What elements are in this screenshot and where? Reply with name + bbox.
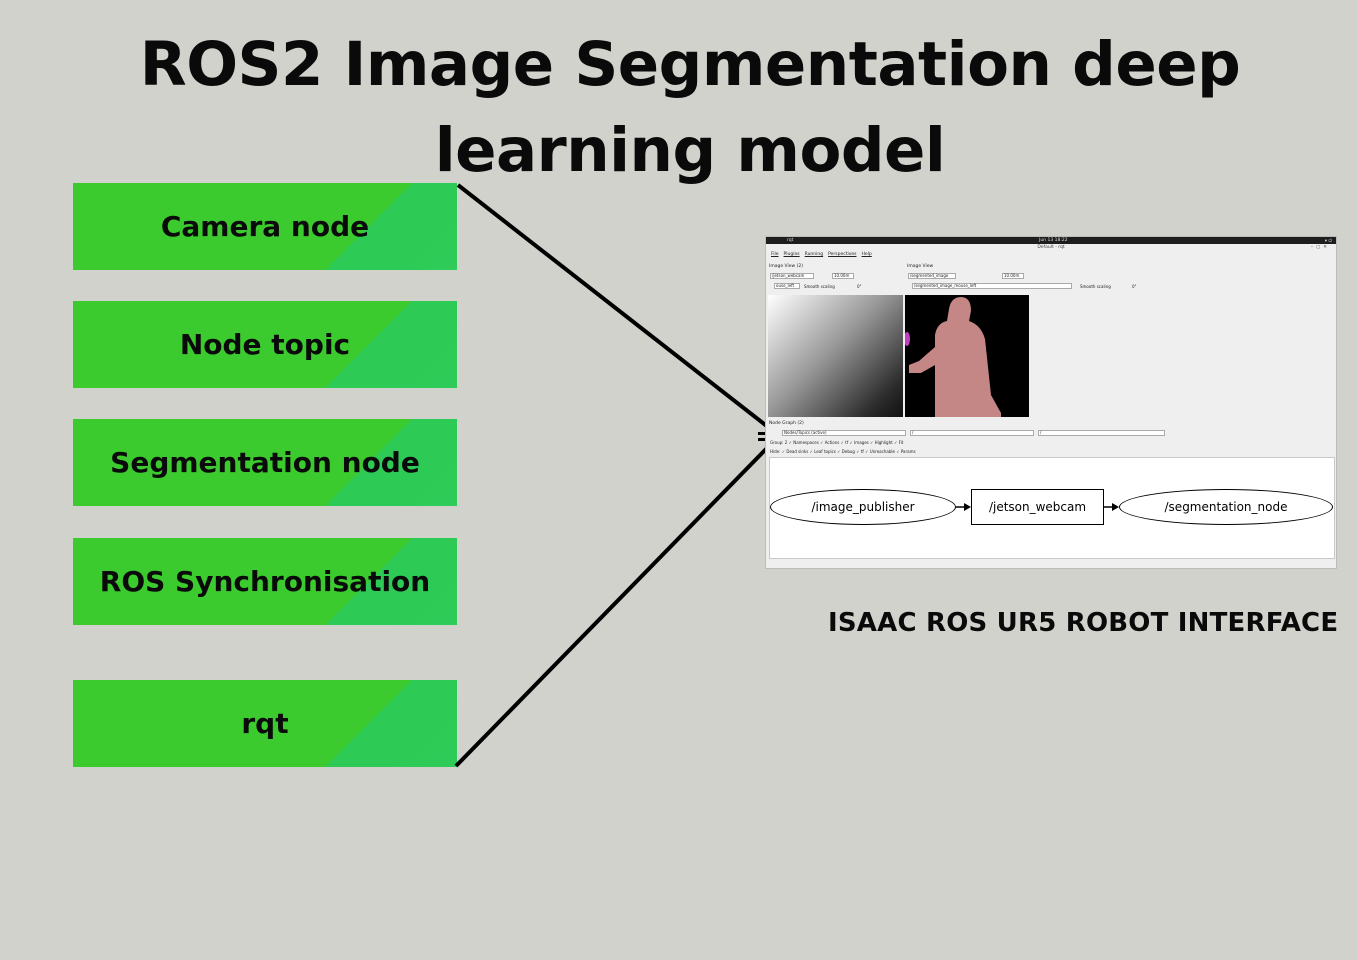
graph-filter-2[interactable]: / [1038, 430, 1165, 436]
interface-caption: ISAAC ROS UR5 ROBOT INTERFACE [828, 608, 1339, 638]
right-zoom-field[interactable]: 10.00m [1002, 273, 1024, 279]
right-rotation[interactable]: 0° [1132, 284, 1137, 289]
window-title-bar: Default - rqt –▢✕ [766, 244, 1336, 251]
right-smooth-scaling[interactable]: Smooth scaling [1080, 284, 1111, 289]
menu-running[interactable]: Running [804, 252, 824, 257]
left-mouse-topic-field[interactable]: ouse_left [774, 283, 800, 289]
connector-camera-line [456, 183, 770, 429]
tray-icons: ▾ ⏻ [1324, 238, 1332, 244]
menu-bar: File Plugins Running Perspectives Help [766, 251, 1336, 258]
box-label: Node topic [179, 328, 351, 361]
left-zoom-field[interactable]: 10.00m [832, 273, 854, 279]
graph-mode-select[interactable]: Nodes/Topics (active) [782, 430, 906, 436]
system-topbar: rqt Jun 13 18:22 ▾ ⏻ [766, 237, 1336, 244]
left-rotation[interactable]: 0° [857, 284, 862, 289]
segmented-image [905, 295, 1029, 417]
app-name: rqt [787, 238, 794, 243]
camera-node-box: Camera node [73, 183, 457, 270]
box-label: Segmentation node [110, 446, 420, 479]
graph-filter-1[interactable]: / [910, 430, 1034, 436]
right-pane-title: Image View [907, 264, 934, 269]
right-mouse-topic-field[interactable]: /segmented_image_mouse_left [912, 283, 1072, 289]
box-label: ROS Synchronisation [99, 565, 431, 598]
graph-node-jetson-webcam[interactable]: /jetson_webcam [971, 489, 1104, 525]
left-pane-title: Image View (2) [769, 264, 804, 269]
page-title: ROS2 Image Segmentation deep learning mo… [139, 29, 1241, 186]
menu-file[interactable]: File [771, 252, 779, 257]
connector-tick [758, 438, 766, 441]
rqt-box: rqt [73, 680, 457, 767]
graph-node-segmentation[interactable]: /segmentation_node [1119, 489, 1333, 525]
menu-perspectives[interactable]: Perspectives [828, 252, 857, 257]
raw-camera-image [768, 295, 903, 417]
group-options-row[interactable]: Group: 2 ✓ Namespaces ✓ Actions ✓ tf ✓ I… [770, 440, 904, 445]
segmented-person-mask [905, 297, 1001, 417]
connector-rqt-line [454, 445, 770, 768]
window-buttons[interactable]: –▢✕ [1310, 245, 1330, 250]
left-topic-select[interactable]: /jetson_webcam [770, 273, 814, 279]
clock: Jun 13 18:22 [1039, 238, 1068, 243]
node-topic-box: Node topic [73, 301, 457, 388]
segmentation-node-box: Segmentation node [73, 419, 457, 506]
ros-synchronisation-box: ROS Synchronisation [73, 538, 457, 625]
graph-arrowhead-2 [1112, 503, 1119, 511]
left-smooth-scaling[interactable]: Smooth scaling [804, 284, 835, 289]
window-title: Default - rqt [1037, 245, 1065, 250]
menu-help[interactable]: Help [861, 252, 872, 257]
box-label: Camera node [160, 210, 370, 243]
graph-arrowhead-1 [964, 503, 971, 511]
box-label: rqt [241, 707, 289, 740]
connector-tick [758, 432, 766, 435]
hide-options-row[interactable]: Hide: ✓ Dead sinks ✓ Leaf topics ✓ Debug… [770, 449, 916, 454]
menu-plugins[interactable]: Plugins [783, 252, 800, 257]
node-graph-title: Node Graph (2) [769, 421, 804, 426]
right-topic-select[interactable]: /segmented_image [908, 273, 956, 279]
graph-node-image-publisher[interactable]: /image_publisher [770, 489, 956, 525]
